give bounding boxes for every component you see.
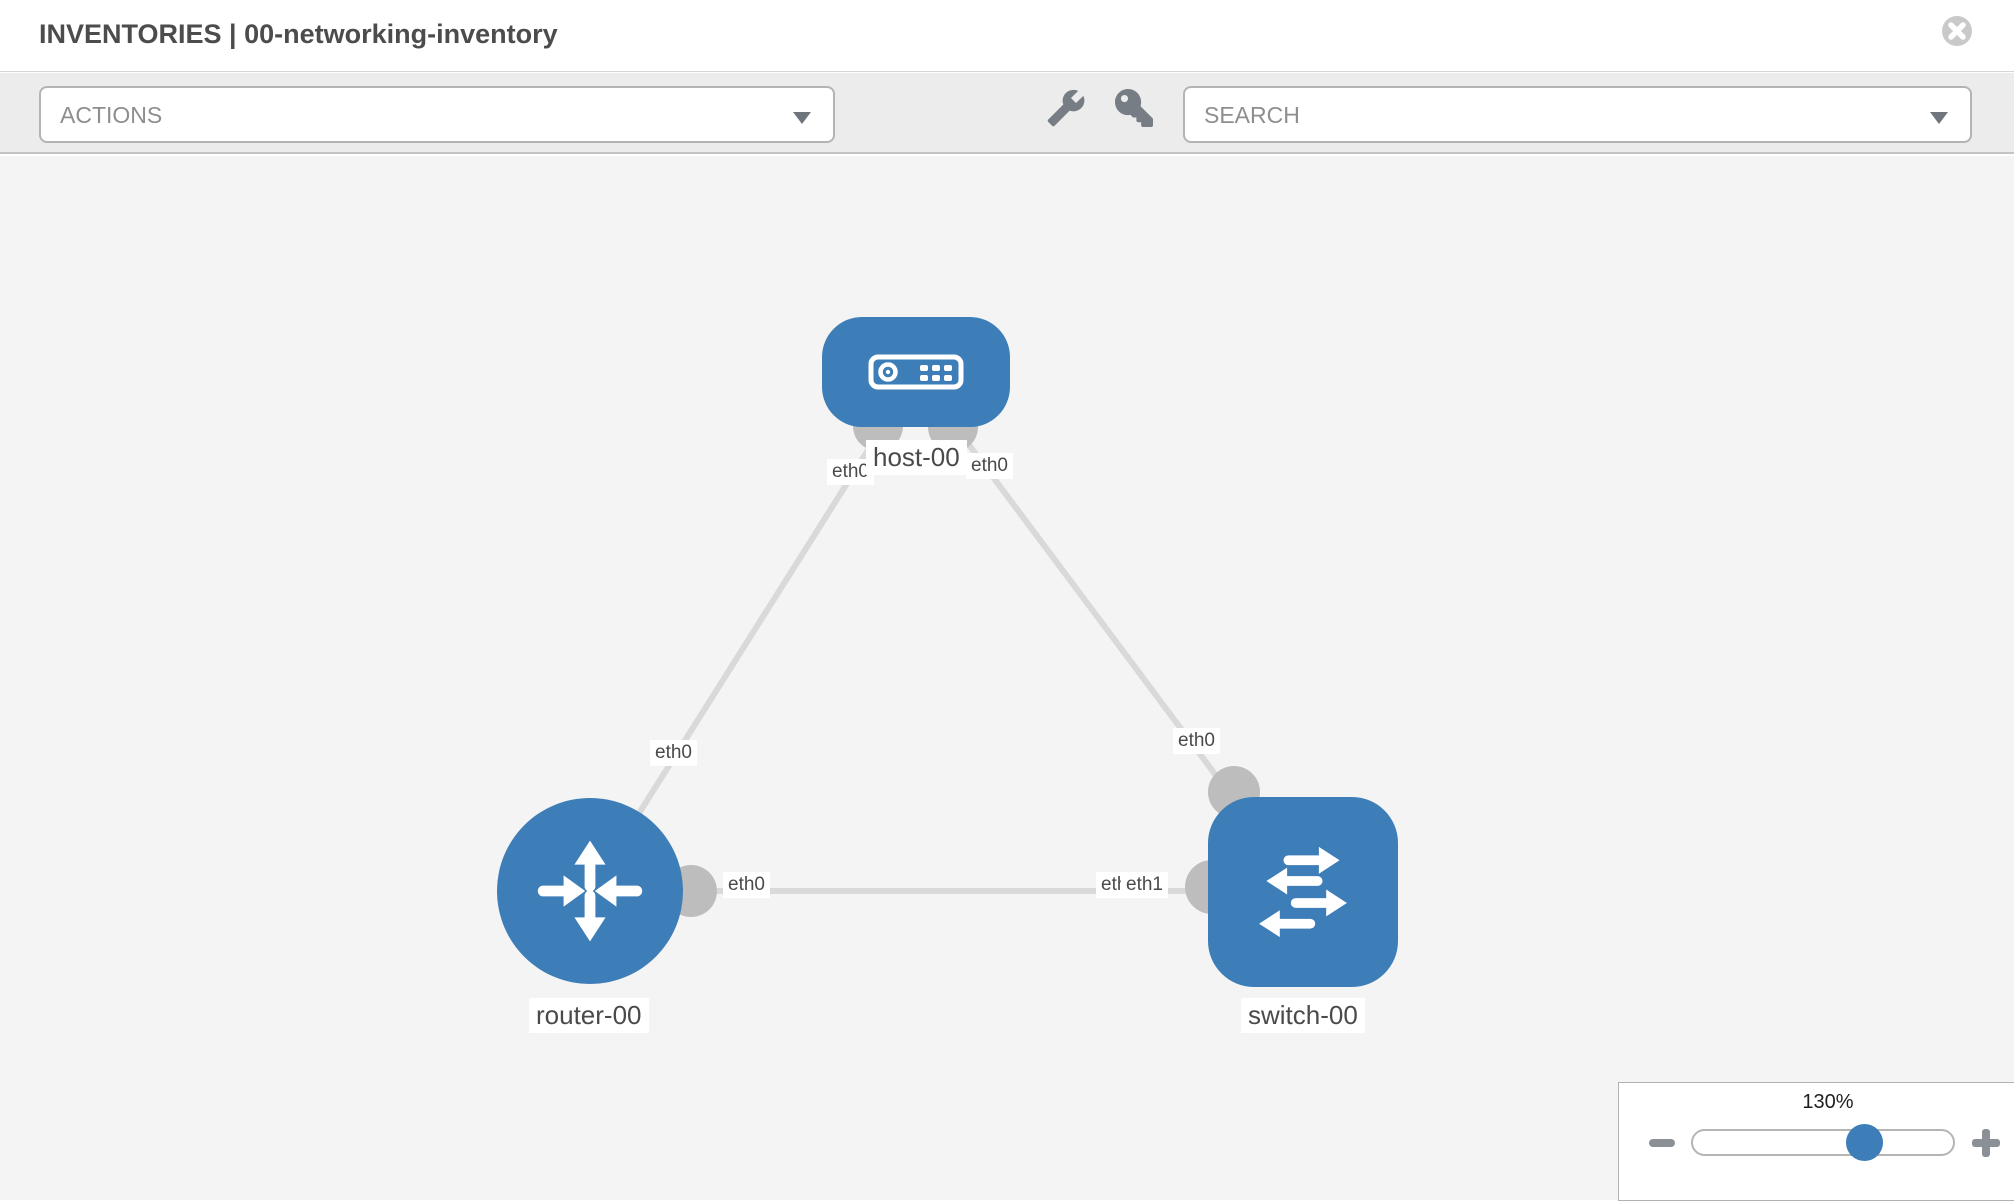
interface-label-router-right: eth0 [723,872,770,898]
zoom-level-value: 130% [1802,1091,1854,1113]
header: INVENTORIES | 00-networking-inventory [0,0,2014,72]
toolbar: ACTIONS SEARCH [0,73,2014,154]
page-title: INVENTORIES | 00-networking-inventory [39,19,558,49]
actions-dropdown[interactable]: ACTIONS [39,86,835,143]
zoom-panel: 130% [1618,1082,2014,1201]
close-button[interactable] [1938,14,1976,52]
node-label-switch-00: switch-00 [1241,998,1365,1033]
interface-label-host-router-mid: eth0 [650,740,697,766]
node-host-00[interactable] [822,317,1010,427]
node-label-router-00: router-00 [529,998,649,1033]
close-icon [1942,16,1972,46]
interface-label-switch-left-eth1: eth1 [1121,872,1168,898]
interface-label-host-switch-mid: eth0 [1173,728,1220,754]
plus-icon [1982,1129,1990,1157]
topology-canvas[interactable]: eth0 eth0 eth0 eth0 eth0 eth0 eth1 host-… [0,156,2014,1201]
router-icon [537,840,643,942]
wrench-icon [1047,89,1085,126]
actions-dropdown-label: ACTIONS [60,102,163,128]
node-label-host-00: host-00 [866,440,967,475]
chevron-down-icon [1930,112,1948,124]
node-switch-00[interactable] [1208,797,1398,987]
interface-label-host-right: eth0 [966,453,1013,479]
switch-icon [1259,846,1347,938]
key-button[interactable] [1106,81,1162,137]
key-icon [1115,88,1153,127]
search-input-placeholder: SEARCH [1204,102,1300,128]
zoom-out-button[interactable] [1649,1139,1675,1147]
node-router-00[interactable] [497,798,683,984]
wrench-button[interactable] [1038,81,1094,137]
zoom-slider-thumb[interactable] [1846,1124,1883,1161]
search-dropdown[interactable]: SEARCH [1183,86,1972,143]
chevron-down-icon [793,112,811,124]
host-icon [868,354,964,390]
zoom-slider-track[interactable] [1691,1129,1955,1156]
topology-graph [587,372,1306,917]
